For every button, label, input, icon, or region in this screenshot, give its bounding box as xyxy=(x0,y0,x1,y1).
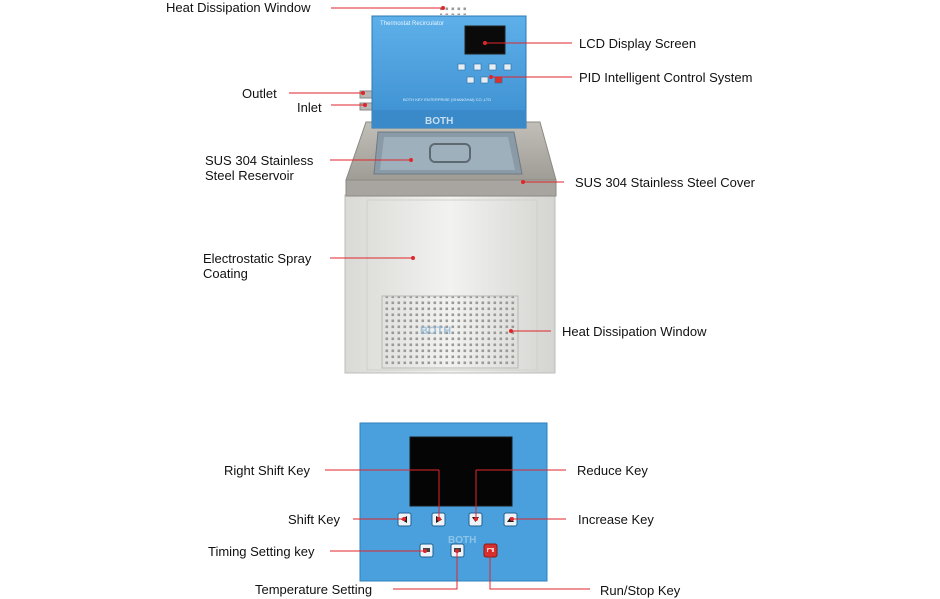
body-brand-watermark: BOTH xyxy=(420,325,451,337)
label-reduce-key: Reduce Key xyxy=(577,463,648,478)
side-vent-panel xyxy=(381,295,519,369)
panel-brand: BOTH xyxy=(448,535,476,546)
label-electrostatic-coating: Electrostatic Spray Coating xyxy=(203,251,328,281)
label-steel-reservoir: SUS 304 Stainless Steel Reservoir xyxy=(205,153,330,183)
label-steel-reservoir-line1: SUS 304 Stainless xyxy=(205,153,314,168)
head-brand: BOTH xyxy=(425,116,453,127)
lcd-screen-small xyxy=(464,25,506,55)
label-pid-control-system: PID Intelligent Control System xyxy=(579,70,753,85)
top-vent-grille xyxy=(440,5,466,15)
label-inlet: Inlet xyxy=(297,100,322,115)
label-increase-key: Increase Key xyxy=(578,512,654,527)
label-heat-dissipation-window-top: Heat Dissipation Window xyxy=(166,0,311,15)
label-temperature-setting: Temperature Setting xyxy=(255,582,373,597)
leader-lines xyxy=(289,6,590,590)
label-steel-reservoir-line2: Steel Reservoir xyxy=(205,168,294,183)
head-maker-line: BOTH KEY ENTERPRISE (SHANGHAI) CO.,LTD xyxy=(403,97,491,102)
label-steel-cover: SUS 304 Stainless Steel Cover xyxy=(575,175,755,190)
control-panel-closeup: BOTH xyxy=(359,422,548,582)
head-panel-title: Thermostat Recirculator xyxy=(380,21,444,27)
label-electrostatic-coating-line2: Coating xyxy=(203,266,248,281)
label-shift-key: Shift Key xyxy=(288,512,341,527)
label-right-shift-key: Right Shift Key xyxy=(224,463,310,478)
machine-illustration: BOTH Thermostat Recirculator BOTH KEY EN… xyxy=(344,5,557,374)
label-electrostatic-coating-line1: Electrostatic Spray xyxy=(203,251,312,266)
label-timing-setting-key: Timing Setting key xyxy=(208,544,315,559)
label-run-stop-key: Run/Stop Key xyxy=(600,583,681,598)
lcd-screen-large xyxy=(409,436,513,507)
label-lcd-display-screen: LCD Display Screen xyxy=(579,36,697,51)
label-heat-dissipation-window-side: Heat Dissipation Window xyxy=(562,324,707,339)
head-keypad xyxy=(457,63,512,84)
label-outlet: Outlet xyxy=(242,86,277,101)
